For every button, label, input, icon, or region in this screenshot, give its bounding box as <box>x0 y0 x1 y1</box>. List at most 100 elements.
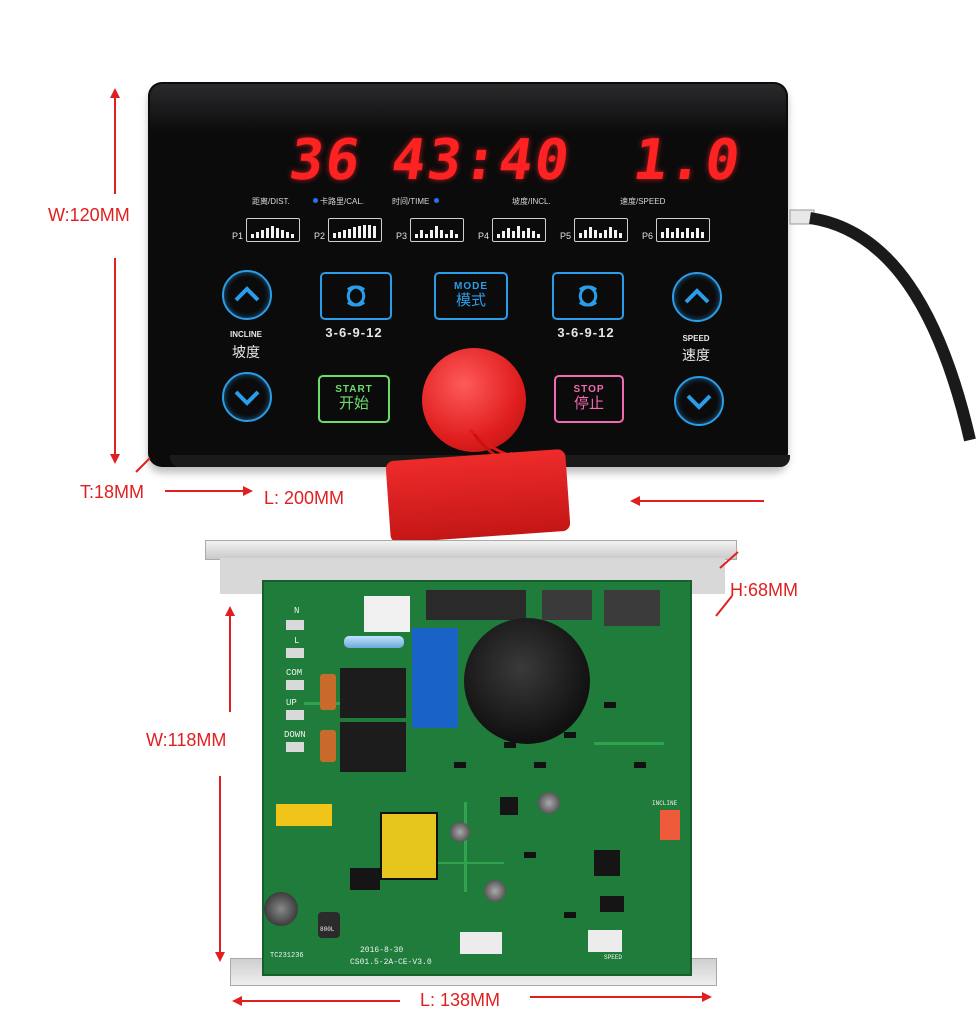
pcb-label-com: COM <box>286 668 303 678</box>
program-label-3: P3 <box>396 231 408 241</box>
thickness-arrow <box>135 457 151 473</box>
dist-label: 距离/DIST. <box>252 197 290 206</box>
board-width-label: W:118MM <box>146 730 227 750</box>
start-label-cn: 开始 <box>338 395 369 412</box>
incline-quick-label: 3-6-9-12 <box>325 325 383 340</box>
board-height-label: H:68MM <box>730 580 799 600</box>
program-5-button[interactable] <box>574 218 628 242</box>
start-button[interactable]: START 开始 <box>318 375 390 423</box>
pcb-model-text: CS01.5-2A-CE-V3.0 <box>350 958 432 967</box>
pcb-label-l: L <box>294 636 300 646</box>
arrow-up-icon <box>110 88 120 98</box>
power-cable <box>789 209 976 442</box>
fuse <box>344 636 404 648</box>
electrolytic-capacitor <box>264 892 298 926</box>
panel-width-line-top <box>114 92 116 194</box>
incline-down-button[interactable] <box>222 372 272 422</box>
panel-thickness-label: T:18MM <box>80 482 145 502</box>
power-transistor <box>426 590 526 620</box>
ic-chip <box>350 868 380 890</box>
transformer <box>380 812 438 880</box>
arrow-down-icon <box>215 952 225 962</box>
program-label-2: P2 <box>314 231 326 241</box>
terminal-pad-n <box>286 620 304 630</box>
terminal-pad-down <box>286 742 304 752</box>
relay <box>340 722 406 772</box>
height-arrows <box>715 551 739 617</box>
cal-label: 卡路里/CAL. <box>320 197 365 206</box>
speed-quick-button[interactable] <box>552 272 624 320</box>
power-transistor <box>542 590 592 620</box>
speed-down-button[interactable] <box>674 376 724 426</box>
program-6-button[interactable] <box>656 218 710 242</box>
arrow-up-icon <box>225 606 235 616</box>
capacitor <box>318 912 340 938</box>
pcb-label-incline: INCLINE <box>652 800 678 807</box>
chevron-up-icon <box>234 286 260 302</box>
power-connector <box>364 596 410 632</box>
ic-chip <box>600 896 624 912</box>
start-label-en: START <box>335 384 373 395</box>
panel-width-line-bottom <box>114 258 116 454</box>
board-length-label: L: 138MM <box>420 990 501 1010</box>
terminal-pad-up <box>286 710 304 720</box>
speed-label: 速度/SPEED <box>620 197 666 206</box>
board-width-line-bottom <box>219 776 221 952</box>
pcb-id-text: TC231236 <box>270 952 304 960</box>
terminal-pad-l <box>286 648 304 658</box>
incline-connector <box>660 810 680 840</box>
program-4-button[interactable] <box>492 218 546 242</box>
capacitor-text: 800L <box>320 926 335 933</box>
cycle-icon <box>578 285 598 307</box>
arrow-down-icon <box>110 454 120 464</box>
panel-length-label: L: 200MM <box>264 488 345 508</box>
board-length-line-right <box>530 996 702 998</box>
speed-label-en: SPEED <box>682 334 710 343</box>
stop-label-cn: 停止 <box>573 395 604 412</box>
arrow-right-icon <box>243 486 253 496</box>
capacitor <box>484 880 506 902</box>
speed-label-cn: 速度 <box>682 347 710 363</box>
pcb-label-down: DOWN <box>284 730 306 740</box>
safety-key-clip[interactable] <box>385 448 571 544</box>
incline-label-cn: 坡度 <box>232 344 260 360</box>
ic-chip <box>500 797 518 815</box>
pcb-label-n: N <box>294 606 300 616</box>
program-label-6: P6 <box>642 231 654 241</box>
incline-up-button[interactable] <box>222 270 272 320</box>
mode-button[interactable]: MODE 模式 <box>434 272 508 320</box>
film-capacitor <box>320 730 336 762</box>
film-capacitor <box>320 674 336 710</box>
microcontroller <box>594 850 620 876</box>
time-indicator-dot <box>434 198 439 203</box>
incline-quick-button[interactable] <box>320 272 392 320</box>
program-3-button[interactable] <box>410 218 464 242</box>
speed-readout: 1.0 <box>629 128 746 193</box>
panel-length-line-right <box>640 500 764 502</box>
cycle-icon <box>346 285 366 307</box>
program-2-button[interactable] <box>328 218 382 242</box>
program-label-5: P5 <box>560 231 572 241</box>
board-length-line-left <box>242 1000 400 1002</box>
pcb-label-speed: SPEED <box>604 954 623 961</box>
heatsink-top-flange <box>205 540 737 560</box>
arrow-right-icon <box>702 992 712 1002</box>
program-1-button[interactable] <box>246 218 300 242</box>
speed-up-button[interactable] <box>672 272 722 322</box>
panel-gloss <box>150 84 786 134</box>
time-label: 时间/TIME <box>392 197 430 206</box>
pcb-label-up: UP <box>286 698 297 708</box>
chevron-up-icon <box>684 288 710 304</box>
cable-wire <box>809 212 976 442</box>
capacitor <box>450 822 470 842</box>
chevron-down-icon <box>686 394 712 410</box>
time-readout: 43:40 <box>387 128 576 193</box>
relay <box>340 668 406 718</box>
chevron-down-icon <box>234 390 260 406</box>
program-label-4: P4 <box>478 231 490 241</box>
stop-label-en: STOP <box>573 384 605 395</box>
stop-button[interactable]: STOP 停止 <box>554 375 624 423</box>
panel-width-label: W:120MM <box>48 205 130 225</box>
incl-label: 坡度/INCL. <box>512 197 551 206</box>
arrow-left-icon <box>232 996 242 1006</box>
